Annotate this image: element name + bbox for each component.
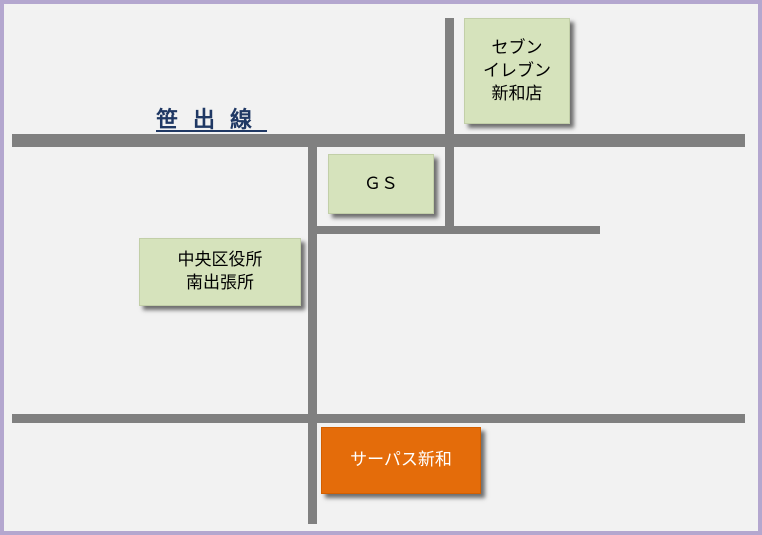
seven-eleven-line-2: イレブン xyxy=(483,60,551,81)
ward-office-line-2: 南出張所 xyxy=(186,273,254,293)
landmark-gas-station: ＧＳ xyxy=(328,154,434,214)
gas-station-label: ＧＳ xyxy=(364,173,398,194)
road-horizontal-middle xyxy=(314,226,600,234)
road-sasade-line xyxy=(12,134,745,147)
destination-label: サーパス新和 xyxy=(350,450,452,470)
landmark-destination: サーパス新和 xyxy=(321,427,481,494)
road-name-label: 笹出線 xyxy=(156,108,268,133)
ward-office-line-1: 中央区役所 xyxy=(177,250,263,270)
landmark-seven-eleven: セブン イレブン 新和店 xyxy=(464,18,570,124)
seven-eleven-line-3: 新和店 xyxy=(491,83,543,104)
landmark-ward-office: 中央区役所 南出張所 xyxy=(139,238,301,306)
road-vertical-main xyxy=(308,146,317,524)
seven-eleven-line-1: セブン xyxy=(491,37,543,58)
road-vertical-north xyxy=(445,18,454,226)
road-horizontal-south xyxy=(12,414,745,423)
